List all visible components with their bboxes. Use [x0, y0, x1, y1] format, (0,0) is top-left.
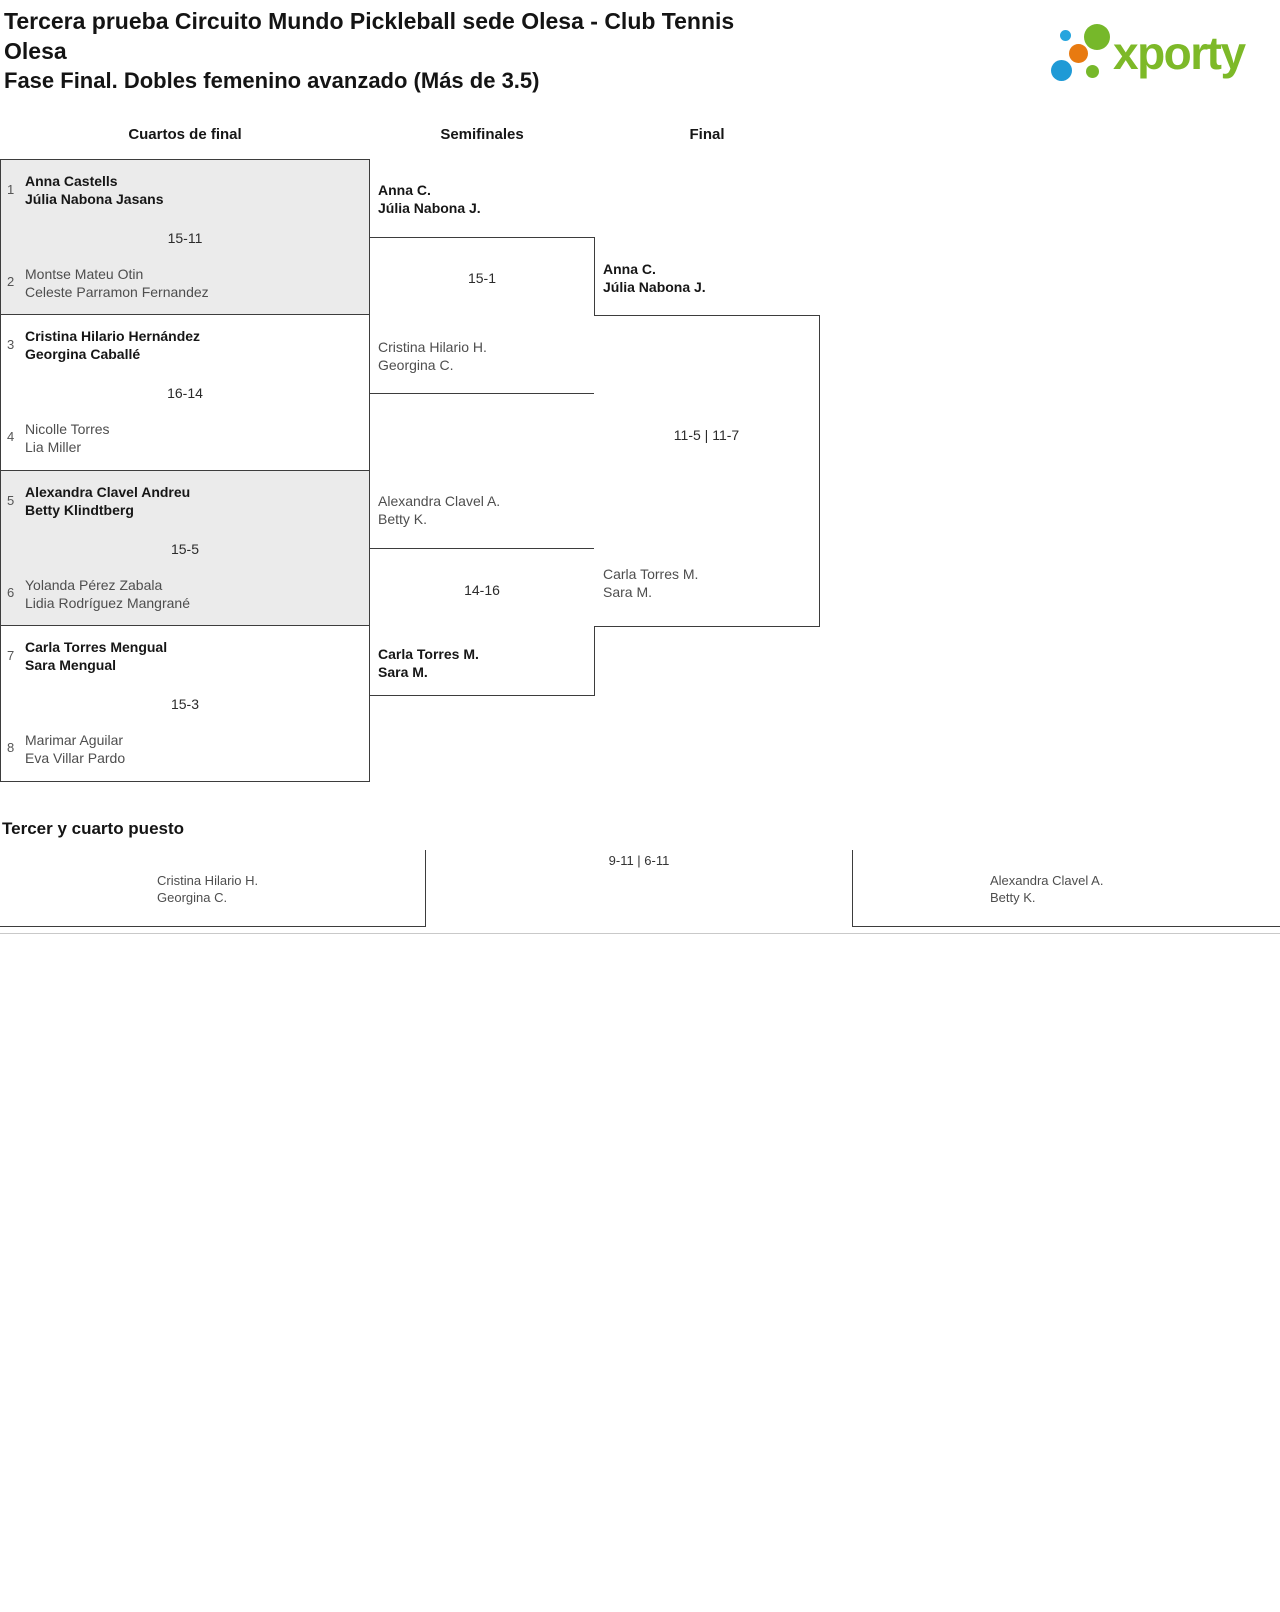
semifinal-team-label: Cristina Hilario H. Georgina C. [378, 339, 487, 373]
semifinal-match-1: 15-1 [369, 237, 595, 394]
logo-dot-orange-icon [1069, 44, 1088, 63]
seed-number: 3 [7, 337, 15, 352]
seed-number: 6 [7, 585, 15, 600]
bottom-divider [0, 933, 1280, 934]
match-score: 15-11 [167, 230, 203, 246]
logo-dot-small-green-icon [1086, 65, 1099, 78]
round-header-cuartos: Cuartos de final [128, 126, 242, 143]
logo-dot-small-blue-icon [1060, 30, 1071, 41]
semifinal-team-label: Carla Torres M. Sara M. [378, 646, 479, 680]
third-place-team-left: Cristina Hilario H. Georgina C. [157, 873, 259, 905]
round-header-semifinales: Semifinales [440, 126, 524, 143]
match-score: 16-14 [167, 385, 203, 401]
seed-number: 7 [7, 648, 15, 663]
page-title-line2: Olesa [4, 38, 67, 64]
third-place-score: 9-11 | 6-11 [608, 853, 670, 868]
team-name: Yolanda Pérez Zabala Lidia Rodríguez Man… [25, 577, 190, 611]
quarterfinal-match-2: 3 Cristina Hilario Hernández Georgina Ca… [0, 314, 370, 471]
seed-number: 2 [7, 274, 15, 289]
match-score: 14-16 [464, 582, 500, 598]
seed-number: 4 [7, 429, 15, 444]
team-name: Montse Mateu Otin Celeste Parramon Ferna… [25, 266, 209, 300]
match-score: 11-5 | 11-7 [673, 427, 740, 443]
seed-number: 1 [7, 182, 15, 197]
final-team-label: Carla Torres M. Sara M. [603, 566, 699, 600]
third-place-team-right: Alexandra Clavel A. Betty K. [990, 873, 1104, 905]
third-place-heading: Tercer y cuarto puesto [2, 819, 185, 838]
seed-number: 8 [7, 740, 15, 755]
final-match: 11-5 | 11-7 [594, 315, 820, 627]
team-name: Anna Castells Júlia Nabona Jasans [25, 173, 164, 207]
quarterfinal-match-4: 7 Carla Torres Mengual Sara Mengual 15-3… [0, 625, 370, 782]
page-title-line1: Tercera prueba Circuito Mundo Pickleball… [4, 8, 735, 34]
quarterfinal-match-1: 1 Anna Castells Júlia Nabona Jasans 15-1… [0, 159, 370, 315]
team-name: Nicolle Torres Lia Miller [25, 421, 110, 455]
team-name: Marimar Aguilar Eva Villar Pardo [25, 732, 126, 766]
seed-number: 5 [7, 493, 15, 508]
logo-wordmark: xporty [1113, 27, 1246, 79]
quarterfinal-match-3: 5 Alexandra Clavel Andreu Betty Klindtbe… [0, 470, 370, 626]
third-place-left-box [0, 850, 426, 927]
page-subtitle: Fase Final. Dobles femenino avanzado (Má… [4, 68, 540, 93]
semifinal-team-label: Anna C. Júlia Nabona J. [378, 182, 481, 216]
match-score: 15-3 [170, 696, 200, 712]
third-place-right-box [852, 850, 1280, 927]
semifinal-team-label: Alexandra Clavel A. Betty K. [378, 493, 501, 527]
match-score: 15-1 [467, 270, 497, 286]
round-header-final: Final [689, 126, 725, 143]
logo-dot-big-blue-icon [1051, 60, 1072, 81]
final-team-label: Anna C. Júlia Nabona J. [603, 261, 706, 295]
xporty-logo[interactable]: xporty [1035, 22, 1275, 94]
page-title: Tercera prueba Circuito Mundo Pickleball… [4, 6, 904, 66]
match-score: 15-5 [170, 541, 200, 557]
team-name: Cristina Hilario Hernández Georgina Caba… [25, 328, 201, 362]
semifinal-match-2: 14-16 [369, 548, 595, 696]
team-name: Alexandra Clavel Andreu Betty Klindtberg [25, 484, 191, 518]
team-name: Carla Torres Mengual Sara Mengual [25, 639, 168, 673]
logo-dot-big-green-icon [1084, 24, 1110, 50]
